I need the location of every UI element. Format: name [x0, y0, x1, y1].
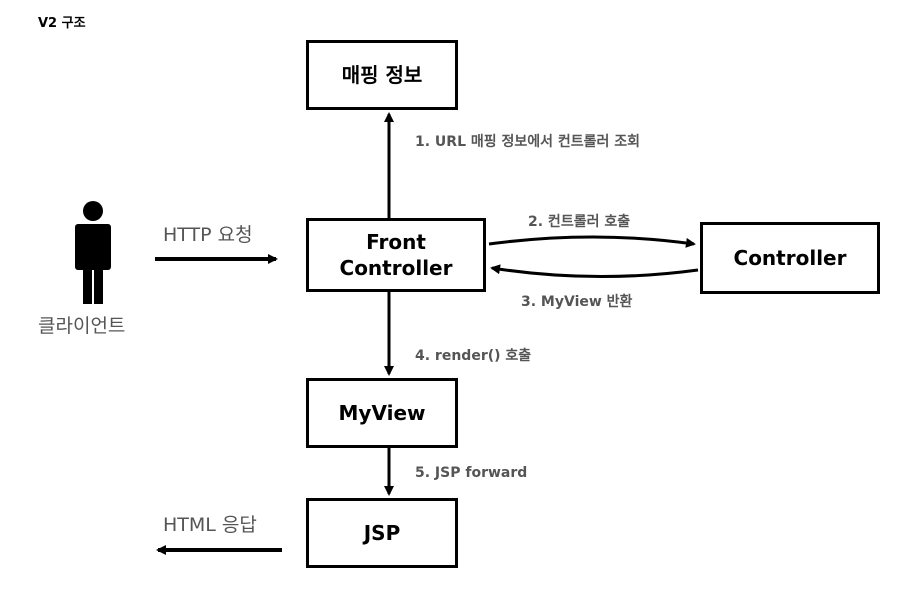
controller-box: Controller [700, 222, 880, 294]
jsp-label: JSP [363, 521, 401, 545]
myview-box: MyView [306, 378, 458, 448]
step4-label: 4. render() 호출 [415, 348, 532, 364]
step5-label: 5. JSP forward [415, 465, 528, 481]
mapping-info-box: 매핑 정보 [306, 40, 458, 110]
client-label: 클라이언트 [38, 315, 126, 337]
http-request-label: HTTP 요청 [163, 224, 253, 246]
mapping-info-label: 매핑 정보 [341, 63, 423, 87]
controller-label: Controller [733, 246, 847, 270]
myview-label: MyView [338, 401, 426, 425]
controller-call-arrow [488, 235, 696, 248]
step3-label: 3. MyView 반환 [521, 294, 633, 310]
front-controller-box: Front Controller [306, 218, 486, 292]
myview-return-arrow [490, 264, 699, 279]
front-controller-label-line2: Controller [339, 256, 453, 280]
front-controller-label-line1: Front [366, 230, 426, 254]
diagram-title: V2 구조 [38, 16, 86, 31]
step1-label: 1. URL 매핑 정보에서 컨트롤러 조회 [415, 134, 641, 150]
html-response-label: HTML 응답 [163, 514, 257, 536]
person-icon [75, 201, 111, 304]
step2-label: 2. 컨트롤러 호출 [528, 214, 631, 230]
jsp-box: JSP [306, 498, 458, 568]
